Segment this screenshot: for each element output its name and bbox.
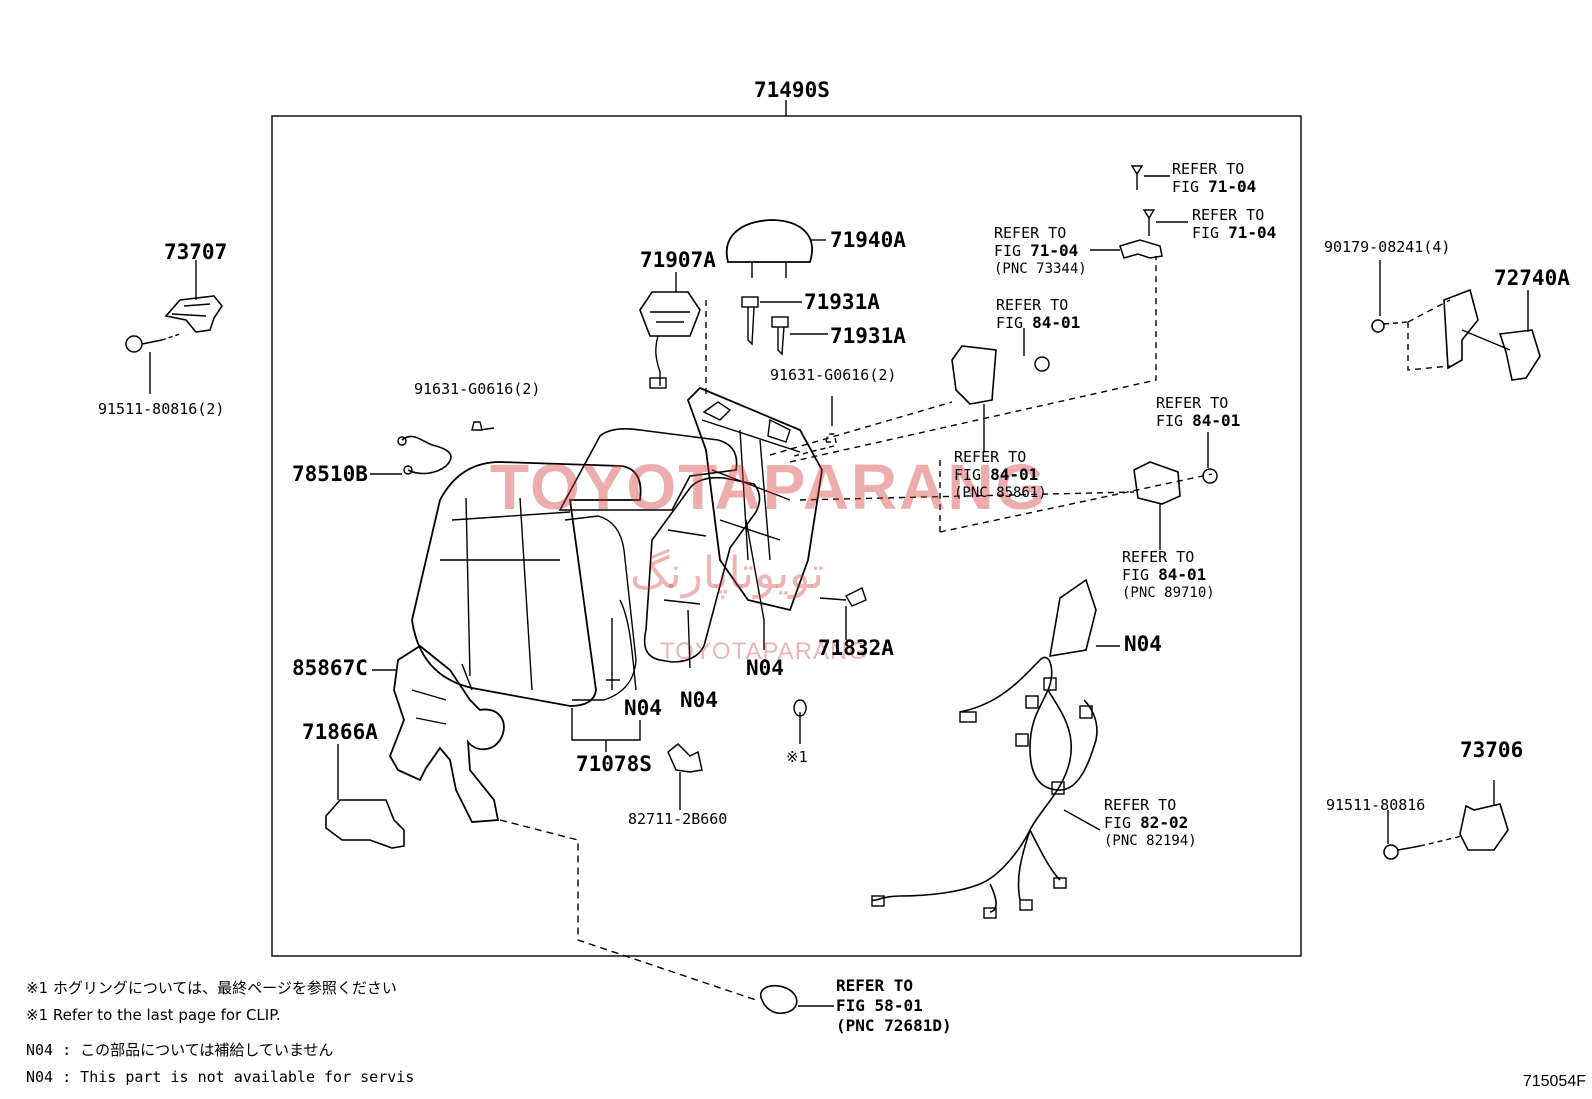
refer-to-84-01-c: REFER TO FIG 84-01 (PNC 85861) xyxy=(954,448,1047,502)
refer-to-71-04-c: REFER TO FIG 71-04 (PNC 73344) xyxy=(994,224,1087,278)
label-bolt-mid-top: 91631-G0616(2) xyxy=(770,366,897,384)
label-lock: 71907A xyxy=(640,248,716,272)
refer-line1: REFER TO xyxy=(1192,206,1265,224)
label-screw-right: 90179-08241(4) xyxy=(1324,238,1451,256)
refer-to-58-01: REFER TO FIG 58-01 (PNC 72681D) xyxy=(836,976,952,1036)
refer-line2: FIG 84-01 xyxy=(1156,411,1241,431)
refer-line2: FIG 71-04 xyxy=(1192,223,1277,243)
note-n04-en: N04 : This part is not available for ser… xyxy=(26,1068,415,1086)
refer-line1: REFER TO xyxy=(996,296,1069,314)
label-hinge-right: 72740A xyxy=(1494,266,1570,290)
refer-to-84-01-a: REFER TO FIG 84-01 xyxy=(996,296,1080,332)
wire-harness xyxy=(871,656,1098,913)
refer-line2: FIG 84-01 xyxy=(1122,565,1207,585)
cable-shape xyxy=(401,435,452,475)
refer-line1: REFER TO xyxy=(1122,548,1195,566)
refer-to-82-02: REFER TO FIG 82-02 (PNC 82194) xyxy=(1104,796,1197,850)
refer-pnc: (PNC 72681D) xyxy=(836,1016,952,1035)
note-clip-ja: ※1 ホグリングについては、最終ページを参照ください xyxy=(26,979,397,997)
label-cover-set: 71078S xyxy=(576,752,652,776)
refer-line2: FIG 58-01 xyxy=(836,996,923,1015)
latch-shape xyxy=(325,799,405,849)
seat-cushion-right xyxy=(643,476,761,663)
headrest-shape xyxy=(725,219,813,263)
belt-guide-shape xyxy=(389,644,505,823)
refer-line1: REFER TO xyxy=(1104,796,1177,814)
label-headrest-support-1: 71931A xyxy=(804,290,880,314)
label-headrest-support-2: 71931A xyxy=(830,324,906,348)
seat-cushion-center xyxy=(558,428,738,511)
refer-pnc: (PNC 73344) xyxy=(994,261,1087,277)
refer-line2: FIG 71-04 xyxy=(1172,177,1257,197)
label-bolt-left-bracket: 91511-80816(2) xyxy=(98,400,225,418)
refer-line2: FIG 82-02 xyxy=(1104,813,1189,833)
refer-line1: REFER TO xyxy=(954,448,1027,466)
lock-shape xyxy=(639,291,701,337)
label-assembly: 71490S xyxy=(754,78,830,102)
label-bracket-left: 73707 xyxy=(164,240,228,264)
label-clip-note-mark: ※1 xyxy=(786,748,808,766)
label-bolt-right-bracket: 91511-80816 xyxy=(1326,796,1426,814)
label-n04-d: N04 xyxy=(1124,632,1162,656)
label-pad: 71832A xyxy=(818,636,894,660)
label-belt-guide: 85867C xyxy=(292,656,368,680)
hinge-shape xyxy=(1443,288,1479,370)
refer-line1: REFER TO xyxy=(1172,160,1245,178)
label-headrest: 71940A xyxy=(830,228,906,252)
label-n04-a: N04 xyxy=(746,656,784,680)
refer-line1: REFER TO xyxy=(836,976,914,995)
refer-line1: REFER TO xyxy=(994,224,1067,242)
label-cable: 78510B xyxy=(292,462,368,486)
label-bolt-left-top: 91631-G0616(2) xyxy=(414,380,541,398)
label-latch: 71866A xyxy=(302,720,378,744)
refer-line2: FIG 84-01 xyxy=(954,465,1039,485)
note-clip-en: ※1 Refer to the last page for CLIP. xyxy=(26,1006,281,1024)
refer-to-71-04-b: REFER TO FIG 71-04 xyxy=(1192,206,1276,242)
refer-pnc: (PNC 82194) xyxy=(1104,833,1197,849)
label-n04-b: N04 xyxy=(680,688,718,712)
figure-number: 715054F xyxy=(1522,1073,1586,1090)
bracket-right-shape xyxy=(1459,803,1509,851)
label-bracket-right: 73706 xyxy=(1460,738,1524,762)
refer-line2: FIG 84-01 xyxy=(996,313,1081,333)
refer-to-84-01-d: REFER TO FIG 84-01 (PNC 89710) xyxy=(1122,548,1215,602)
refer-line1: REFER TO xyxy=(1156,394,1229,412)
label-n04-c: N04 xyxy=(624,696,662,720)
note-n04-ja: N04 : この部品については補給していません xyxy=(26,1041,334,1059)
refer-to-84-01-b: REFER TO FIG 84-01 xyxy=(1156,394,1240,430)
refer-line2: FIG 71-04 xyxy=(994,241,1079,261)
bracket-left-shape xyxy=(164,295,223,333)
refer-to-71-04-a: REFER TO FIG 71-04 xyxy=(1172,160,1256,196)
seat-cushion-left xyxy=(411,461,642,707)
label-hog-ring: 82711-2B660 xyxy=(628,810,728,828)
refer-pnc: (PNC 85861) xyxy=(954,485,1047,501)
seatback-frame xyxy=(686,386,823,612)
refer-pnc: (PNC 89710) xyxy=(1122,585,1215,601)
